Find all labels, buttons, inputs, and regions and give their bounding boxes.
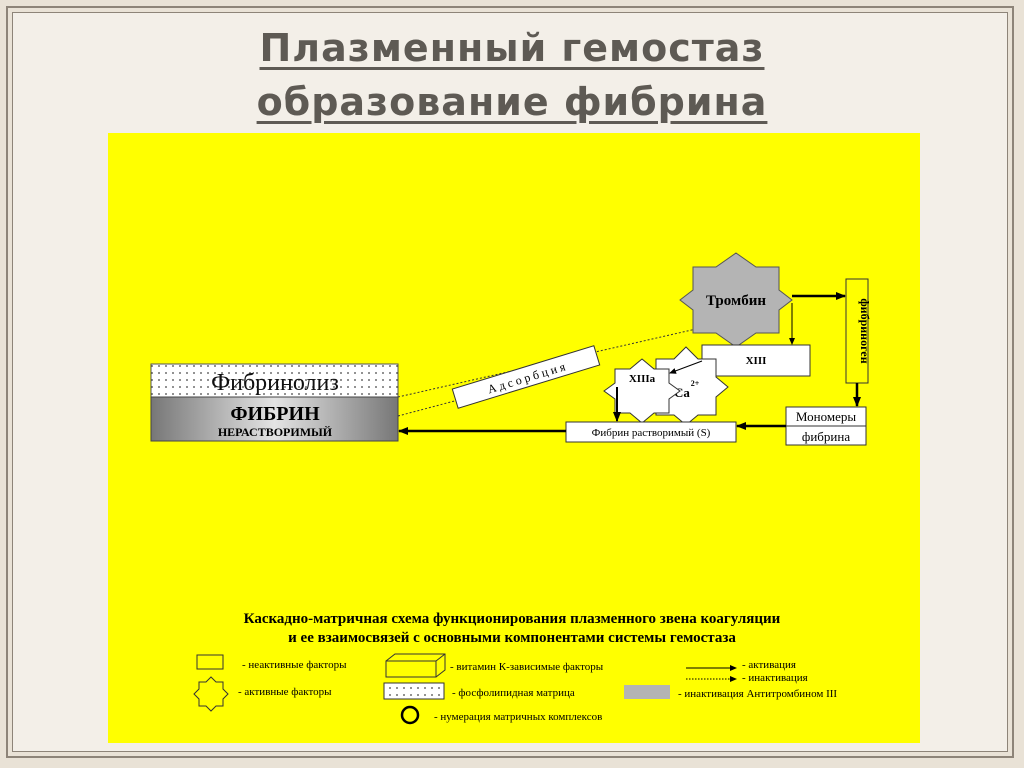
legend-phospholipid-label: - фосфолипидная матрица [452, 687, 575, 699]
fibrinolysis-label: Фибринолиз [211, 370, 339, 396]
xiiia-star [603, 358, 681, 424]
xiiia-label: XIIIa [629, 373, 656, 385]
xiii-label: XIII [746, 355, 767, 367]
monomers-label-line1: Мономеры [796, 409, 856, 424]
fibrin-insoluble-box [150, 396, 399, 442]
legend-numbering-label: - нумерация матричных комплексов [434, 711, 602, 723]
legend-activation-label: - активация [742, 659, 796, 671]
slide-frame-outer [6, 6, 1014, 758]
thrombin-label: Тромбин [706, 293, 766, 309]
monomers-label-line2: фибрина [802, 429, 850, 444]
diagram-panel: Фибринолиз ФИБРИН НЕРАСТВОРИМЫЙ А д с о … [108, 133, 920, 743]
legend-inactivation-label: - инактивация [742, 672, 808, 684]
legend-numbering-swatch [400, 705, 420, 725]
insoluble-label: НЕРАСТВОРИМЫЙ [218, 425, 333, 439]
arrow-xiii-to-xiiia [669, 360, 703, 374]
legend-antithrombin-label: - инактивация Антитромбином III [678, 688, 837, 700]
fibrin-label: ФИБРИН [230, 403, 320, 425]
legend-vitk-label: - витамин К-зависимые факторы [450, 661, 604, 673]
fibrinogen-label: фибриноген [858, 298, 872, 363]
legend-inactive-swatch [196, 654, 224, 670]
legend-phospholipid-swatch [383, 682, 445, 700]
slide-title-line1: Плазменный гемостаз [259, 26, 765, 70]
fibrinolysis-box [150, 363, 399, 398]
soluble-fibrin-label: Фибрин растворимый (S) [592, 427, 711, 439]
adsorption-line-lower [397, 398, 463, 417]
legend-caption-line2: и ее взаимосвязей с основными компонента… [288, 630, 736, 646]
legend-active-swatch [193, 676, 229, 712]
ca-superscript: 2+ [691, 379, 700, 388]
legend-vitk-swatch [385, 653, 446, 678]
legend-caption-line1: Каскадно-матричная схема функционировани… [244, 611, 781, 627]
legend-antithrombin-swatch [624, 685, 670, 699]
legend-active-label: - активные факторы [238, 686, 332, 698]
ca-label: Ca [674, 385, 690, 400]
legend-inactive-label: - неактивные факторы [242, 659, 347, 671]
slide-title-line2: образование фибрина [256, 80, 768, 124]
adsorption-box: А д с о р б ц и я [451, 345, 601, 409]
